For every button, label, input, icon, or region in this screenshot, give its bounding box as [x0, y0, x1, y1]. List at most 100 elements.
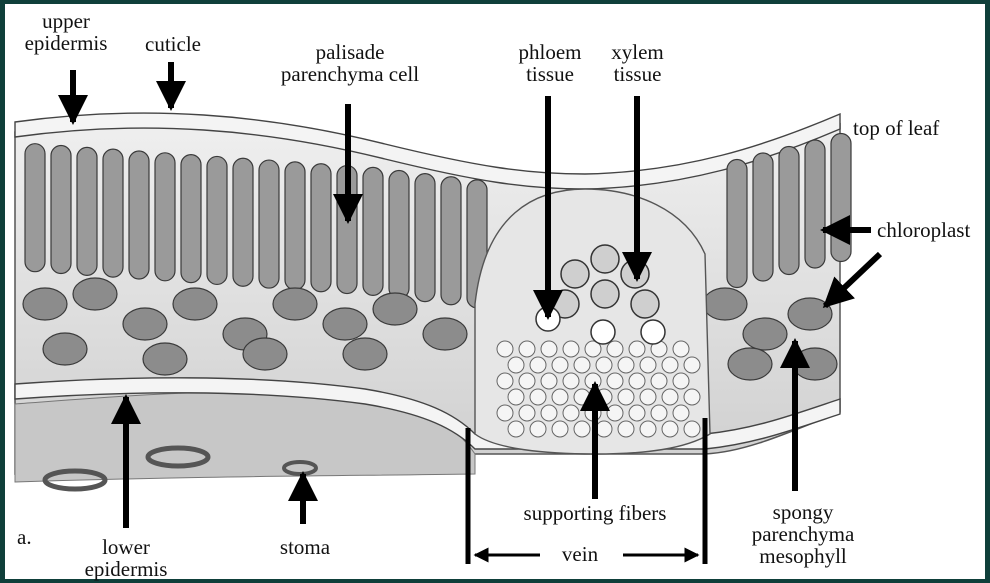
spongy-cell	[793, 348, 837, 380]
fiber-cell	[508, 357, 524, 373]
spongy-cell	[273, 288, 317, 320]
spongy-cell	[173, 288, 217, 320]
diagram-canvas: upperepidermis cuticle palisadeparenchym…	[5, 4, 985, 579]
label-lower-epidermis: lowerepidermis	[71, 536, 181, 580]
phloem-cell	[641, 320, 665, 344]
palisade-cell	[285, 162, 305, 290]
fiber-cell	[629, 373, 645, 389]
spongy-cell	[43, 333, 87, 365]
palisade-cell	[233, 158, 253, 286]
palisade-cell	[181, 155, 201, 283]
fiber-cell	[574, 357, 590, 373]
label-spongy: spongyparenchymamesophyll	[743, 501, 863, 567]
palisade-cell	[363, 167, 383, 295]
label-palisade: palisadeparenchyma cell	[270, 41, 430, 85]
spongy-cell	[343, 338, 387, 370]
fiber-cell	[640, 389, 656, 405]
fiber-cell	[629, 341, 645, 357]
fiber-cell	[563, 405, 579, 421]
fiber-cell	[596, 389, 612, 405]
xylem-vessel	[631, 290, 659, 318]
fiber-cell	[618, 389, 634, 405]
fiber-cell	[497, 341, 513, 357]
palisade-cell	[805, 140, 825, 268]
spongy-cell	[373, 293, 417, 325]
fiber-cell	[618, 357, 634, 373]
xylem-vessel	[561, 260, 589, 288]
fiber-cell	[519, 341, 535, 357]
label-vein: vein	[550, 543, 610, 565]
palisade-cell	[727, 160, 747, 288]
palisade-cell	[129, 151, 149, 279]
palisade-cell	[779, 147, 799, 275]
fiber-cell	[684, 389, 700, 405]
spongy-cell	[728, 348, 772, 380]
spongy-cell	[73, 278, 117, 310]
fiber-cell	[640, 421, 656, 437]
fiber-cell	[497, 405, 513, 421]
fiber-cell	[497, 373, 513, 389]
label-supporting-fibers: supporting fibers	[505, 502, 685, 524]
spongy-cell	[423, 318, 467, 350]
spongy-cell	[703, 288, 747, 320]
fiber-cell	[552, 389, 568, 405]
fiber-cell	[684, 421, 700, 437]
palisade-cell	[259, 160, 279, 288]
palisade-cell	[77, 147, 97, 275]
spongy-cell	[23, 288, 67, 320]
fiber-cell	[519, 405, 535, 421]
fiber-cell	[519, 373, 535, 389]
fiber-cell	[673, 373, 689, 389]
fiber-cell	[508, 421, 524, 437]
palisade-cell	[51, 146, 71, 274]
leaf-cross-section	[5, 4, 985, 579]
fiber-cell	[552, 357, 568, 373]
fiber-cell	[607, 405, 623, 421]
palisade-cell	[753, 153, 773, 281]
label-upper-epidermis: upperepidermis	[11, 10, 121, 54]
spongy-cell	[143, 343, 187, 375]
spongy-cell	[243, 338, 287, 370]
palisade-cell	[103, 149, 123, 277]
fiber-cell	[563, 341, 579, 357]
fiber-cell	[662, 421, 678, 437]
fiber-cell	[541, 341, 557, 357]
fiber-cell	[530, 421, 546, 437]
fiber-cell	[574, 389, 590, 405]
fiber-cell	[673, 405, 689, 421]
palisade-cell	[389, 170, 409, 298]
fiber-cell	[530, 389, 546, 405]
fiber-cell	[684, 357, 700, 373]
figure-label: a.	[17, 526, 32, 548]
palisade-cell	[415, 174, 435, 302]
label-chloroplast: chloroplast	[877, 219, 970, 241]
label-stoma: stoma	[260, 536, 350, 558]
palisade-cell	[25, 144, 45, 272]
xylem-vessel	[591, 280, 619, 308]
fiber-cell	[596, 357, 612, 373]
spongy-cell	[323, 308, 367, 340]
spongy-cell	[743, 318, 787, 350]
fiber-cell	[662, 357, 678, 373]
label-xylem: xylemtissue	[590, 41, 685, 85]
fiber-cell	[651, 405, 667, 421]
fiber-cell	[574, 421, 590, 437]
label-cuticle: cuticle	[133, 33, 213, 55]
palisade-cell	[441, 177, 461, 305]
label-phloem: phloemtissue	[500, 41, 600, 85]
fiber-cell	[651, 373, 667, 389]
fiber-cell	[541, 373, 557, 389]
fiber-cell	[596, 421, 612, 437]
fiber-cell	[673, 341, 689, 357]
palisade-cell	[207, 156, 227, 284]
fiber-cell	[640, 357, 656, 373]
palisade-cell	[155, 153, 175, 281]
fiber-cell	[607, 341, 623, 357]
fiber-cell	[629, 405, 645, 421]
label-top-of-leaf: top of leaf	[853, 117, 939, 139]
palisade-cell	[311, 164, 331, 292]
phloem-cell	[591, 320, 615, 344]
spongy-cell	[123, 308, 167, 340]
fiber-cell	[508, 389, 524, 405]
fiber-cell	[607, 373, 623, 389]
